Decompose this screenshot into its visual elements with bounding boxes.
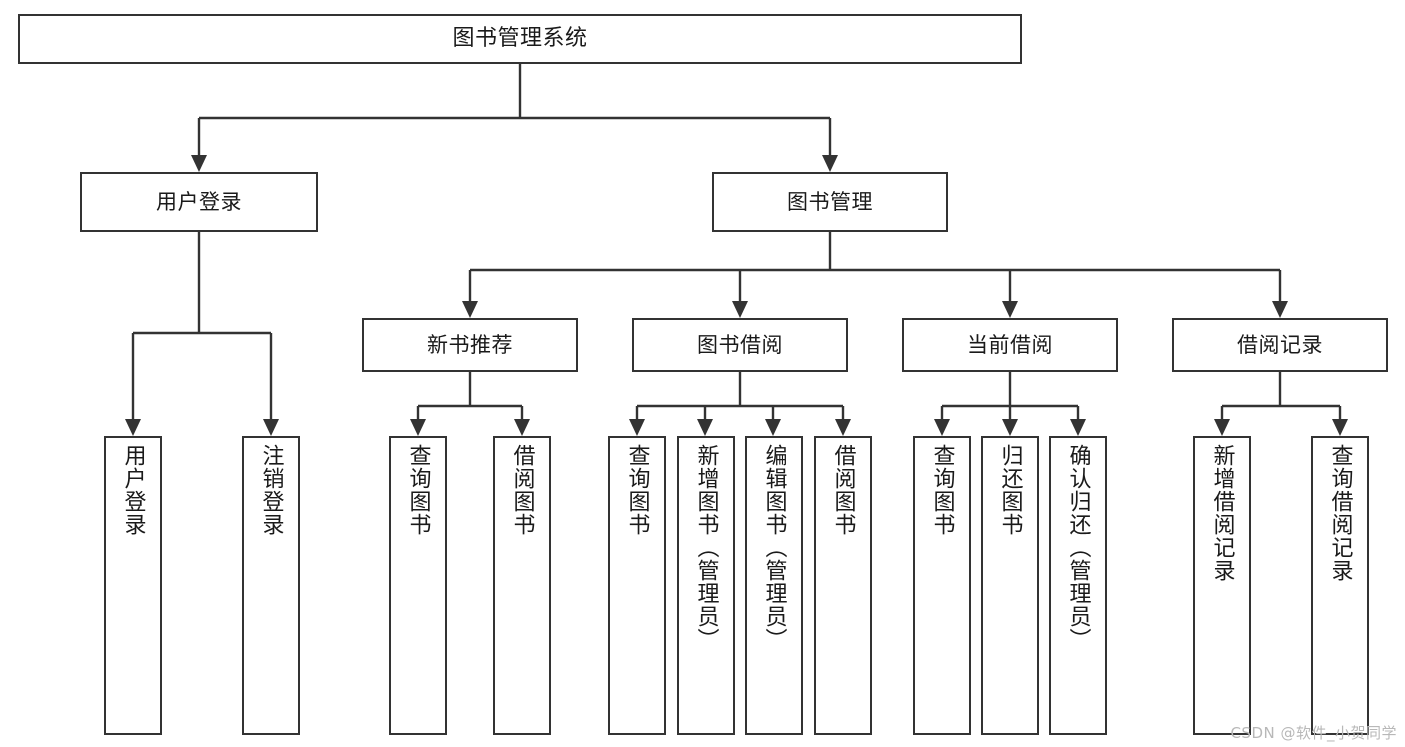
node-leaf-borrow-book-1[interactable]: 借阅图书 <box>493 436 551 735</box>
node-book-management[interactable]: 图书管理 <box>712 172 948 232</box>
node-label: 查询图书 <box>405 444 431 536</box>
node-borrowing-record[interactable]: 借阅记录 <box>1172 318 1388 372</box>
node-label: 图书管理系统 <box>452 26 588 52</box>
node-book-borrowing[interactable]: 图书借阅 <box>632 318 848 372</box>
node-label: 确认归还（管理员） <box>1065 444 1091 651</box>
node-label: 编辑图书（管理员） <box>761 444 787 651</box>
node-label: 图书管理 <box>787 189 873 214</box>
watermark: CSDN @软件_小贺同学 <box>1230 724 1397 742</box>
node-leaf-borrow-book-2[interactable]: 借阅图书 <box>814 436 872 735</box>
node-leaf-edit-book-admin[interactable]: 编辑图书（管理员） <box>745 436 803 735</box>
edge-book-borrow-to-leaves <box>629 372 851 436</box>
node-leaf-query-book-3[interactable]: 查询图书 <box>913 436 971 735</box>
node-leaf-return-book[interactable]: 归还图书 <box>981 436 1039 735</box>
node-label: 查询图书 <box>929 444 955 536</box>
node-label: 注销登录 <box>258 444 284 536</box>
node-label: 图书借阅 <box>697 332 783 357</box>
edge-borrow-record-to-leaves <box>1214 372 1348 436</box>
node-label: 归还图书 <box>997 444 1023 536</box>
node-new-book-recommendation[interactable]: 新书推荐 <box>362 318 578 372</box>
node-label: 用户登录 <box>156 189 242 214</box>
node-leaf-add-borrow-record[interactable]: 新增借阅记录 <box>1193 436 1251 735</box>
node-label: 用户登录 <box>120 444 146 536</box>
node-current-borrowing[interactable]: 当前借阅 <box>902 318 1118 372</box>
node-label: 新增图书（管理员） <box>693 444 719 651</box>
edge-user-login-to-leaves <box>125 232 279 436</box>
node-label: 新书推荐 <box>427 332 513 357</box>
node-root-library-management-system[interactable]: 图书管理系统 <box>18 14 1022 64</box>
node-label: 借阅图书 <box>509 444 535 536</box>
node-label: 借阅图书 <box>830 444 856 536</box>
node-label: 当前借阅 <box>967 332 1053 357</box>
node-leaf-user-login[interactable]: 用户登录 <box>104 436 162 735</box>
node-leaf-add-book-admin[interactable]: 新增图书（管理员） <box>677 436 735 735</box>
node-leaf-query-book-1[interactable]: 查询图书 <box>389 436 447 735</box>
node-label: 借阅记录 <box>1237 332 1323 357</box>
edge-root-to-level2 <box>191 64 838 172</box>
node-label: 新增借阅记录 <box>1209 444 1235 582</box>
node-user-login[interactable]: 用户登录 <box>80 172 318 232</box>
node-leaf-query-book-2[interactable]: 查询图书 <box>608 436 666 735</box>
node-leaf-confirm-return-admin[interactable]: 确认归还（管理员） <box>1049 436 1107 735</box>
node-label: 查询借阅记录 <box>1327 444 1353 582</box>
node-leaf-query-borrow-record[interactable]: 查询借阅记录 <box>1311 436 1369 735</box>
edge-current-borrow-to-leaves <box>934 372 1086 436</box>
edge-book-manage-to-level3 <box>462 232 1288 318</box>
node-leaf-logout[interactable]: 注销登录 <box>242 436 300 735</box>
edge-new-book-rec-to-leaves <box>410 372 530 436</box>
node-label: 查询图书 <box>624 444 650 536</box>
